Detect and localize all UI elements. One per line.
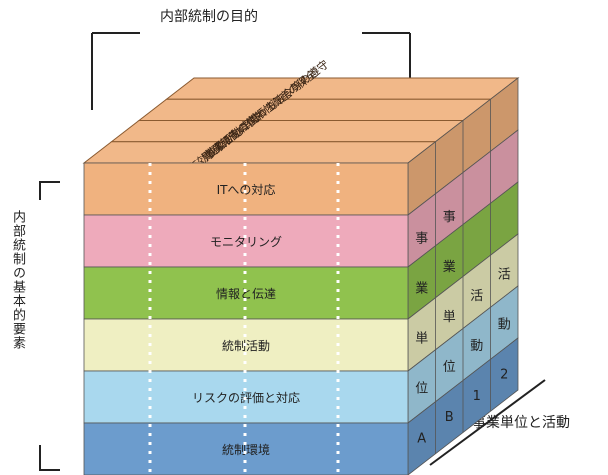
objective-slab bbox=[110, 120, 465, 143]
left-bracket-bottom bbox=[39, 445, 60, 471]
objective-slab bbox=[165, 77, 520, 100]
unit-label-char: B bbox=[445, 410, 454, 425]
component-front-face bbox=[83, 422, 409, 475]
page-title: 内部統制の目的 bbox=[160, 9, 258, 25]
left-bracket-top bbox=[39, 181, 60, 200]
objective-top-face bbox=[110, 120, 465, 143]
component-label: 情報と伝達 bbox=[216, 287, 276, 301]
component-layer: 統制環境 bbox=[83, 422, 409, 475]
objective-slab bbox=[82, 141, 437, 164]
component-label: モニタリング bbox=[210, 235, 282, 249]
unit-label-char: 位 bbox=[415, 381, 428, 396]
unit-label-char: 業 bbox=[415, 280, 428, 296]
unit-label-char: 動 bbox=[470, 339, 483, 354]
unit-label-char: 動 bbox=[498, 318, 511, 333]
component-layer: ITへの対応 bbox=[83, 162, 409, 216]
unit-label-char: 単 bbox=[415, 330, 428, 346]
objective-top-face bbox=[82, 141, 437, 164]
unit-label-char: A bbox=[417, 431, 426, 446]
component-layer: モニタリング bbox=[83, 214, 409, 268]
component-layer: 情報と伝達 bbox=[83, 266, 409, 320]
right-axis-label: 事業単位と活動 bbox=[472, 415, 570, 431]
unit-label-char: 事 bbox=[443, 210, 456, 225]
top-bracket-left bbox=[91, 32, 140, 110]
component-front-face bbox=[83, 214, 409, 268]
unit-label-char: 2 bbox=[500, 368, 508, 383]
objective-top-face bbox=[165, 77, 520, 100]
component-label: 統制環境 bbox=[222, 442, 270, 457]
unit-label-char: 単 bbox=[443, 309, 456, 325]
unit-label-char: 事 bbox=[415, 231, 428, 246]
component-front-face bbox=[83, 266, 409, 320]
unit-label-char: 位 bbox=[443, 360, 456, 375]
left-axis-label: 内部統制の基本的要素 bbox=[10, 210, 25, 350]
unit-label-char: 業 bbox=[443, 259, 456, 275]
unit-label-char: 活 bbox=[498, 268, 511, 283]
unit-label-char: 1 bbox=[473, 389, 481, 404]
unit-label-char: 活 bbox=[470, 289, 483, 304]
right-bracket-line bbox=[429, 379, 546, 466]
objective-top-face bbox=[137, 98, 492, 121]
objective-slab bbox=[137, 98, 492, 121]
